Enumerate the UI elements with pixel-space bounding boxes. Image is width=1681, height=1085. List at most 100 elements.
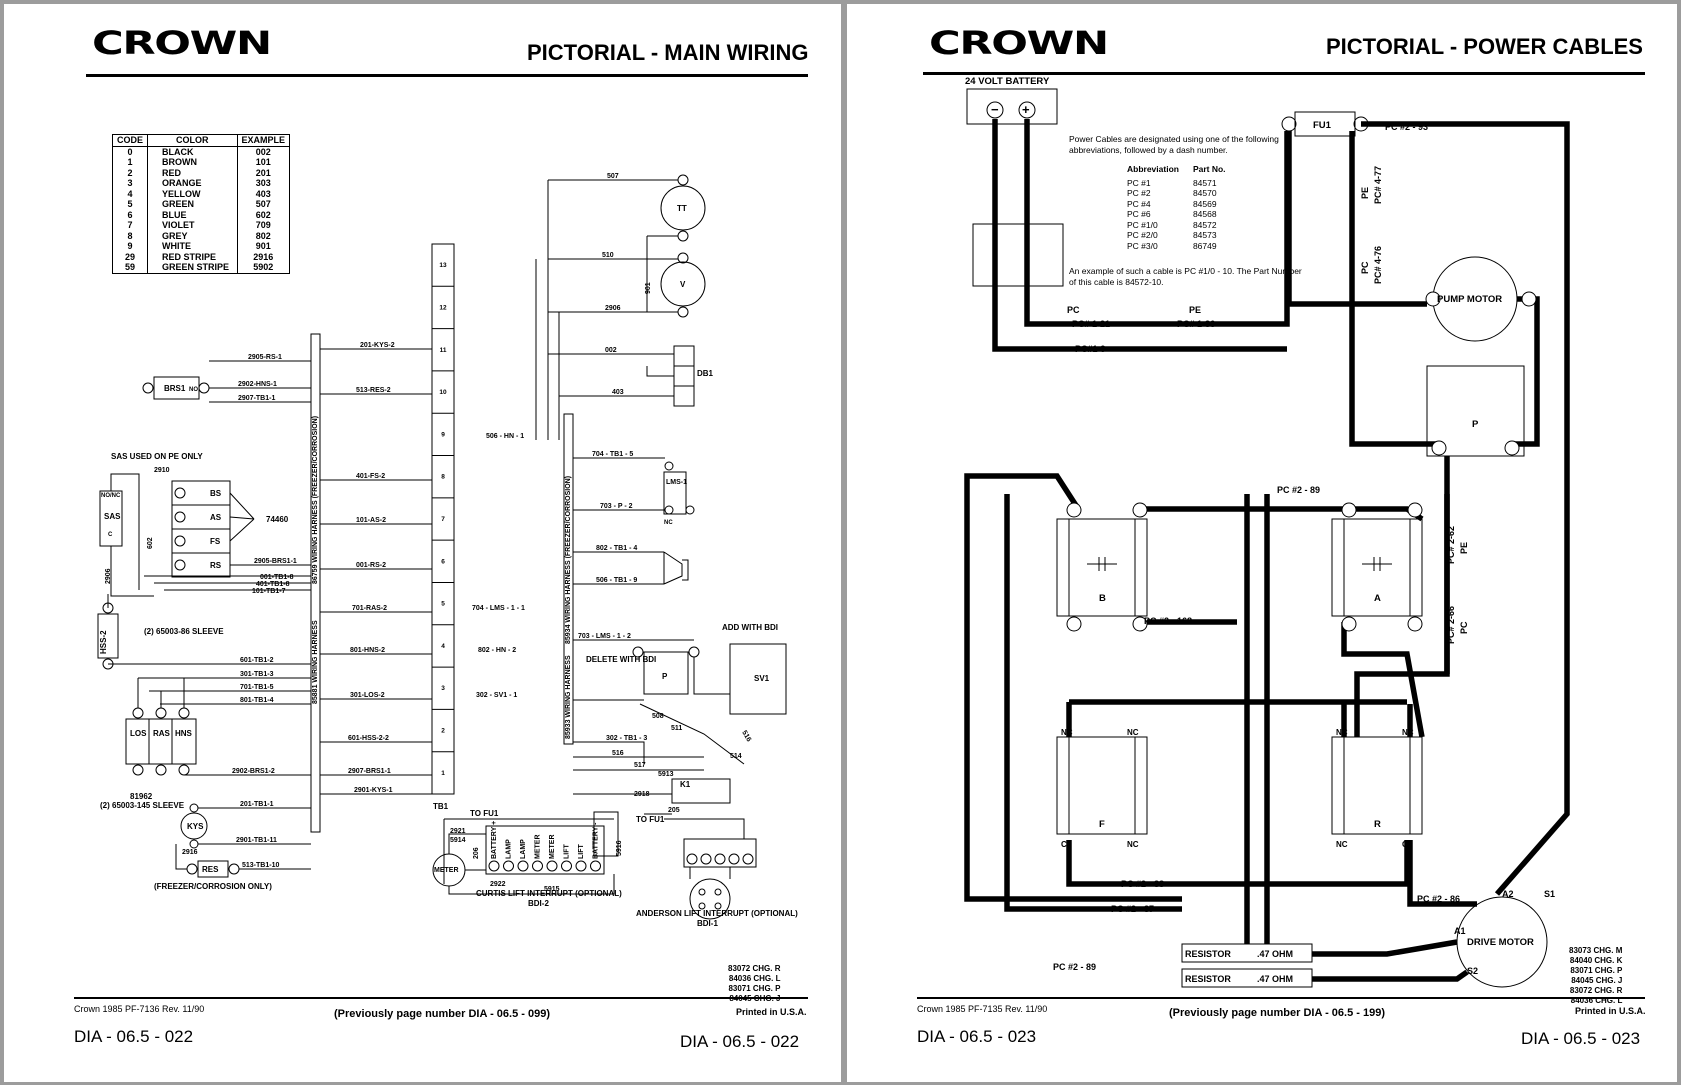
bdi2-terminal [532,860,543,872]
wire-label: 401-FS-2 [356,473,385,480]
table-cell: PC #4 [1127,198,1151,209]
table-cell: 84568 [1192,209,1217,219]
tb1-terminal-number: 3 [441,685,445,692]
sv1-solenoid [729,643,787,715]
lms-1-switch [663,471,687,515]
table-cell: 002 [236,146,291,157]
bdi1-terminal [686,853,698,865]
cable-label: PC #2 - 89 [1277,485,1320,495]
change-entry: 84036 CHG. L [1570,996,1623,1005]
cable-label: PC# 4-77 [1373,166,1383,204]
table-cell: GREY [147,230,238,241]
tag-pc: PC [1459,621,1469,634]
footer-center: (Previously page number DIA - 06.5 - 099… [334,1008,550,1020]
res-resistor [197,860,229,878]
battery-24v [966,88,1058,125]
sleeve-note-1: (2) 65003-86 SLEEVE [144,627,224,636]
bdi-1-terminal-strip [683,838,757,868]
cable-pc2-88 [1066,840,1410,887]
table-cell: 201 [236,167,291,178]
tb1-terminal-number: 4 [441,643,445,650]
wire-label: 517 [634,762,646,769]
terminal-s2: S2 [1467,966,1478,976]
wire-label: 5915 [544,886,560,893]
bdi2-terminal [590,860,601,872]
battery-label: 24 VOLT BATTERY [965,76,1050,87]
crown-logo: CROWN [929,24,1109,62]
wire-label: 703 - LMS - 1 - 2 [578,633,631,640]
table-cell: RED STRIPE [147,251,238,262]
table-cell: 5902 [236,262,291,274]
terminal-a1: A1 [1454,926,1466,936]
battery-negative [986,101,1004,119]
table-cell: 507 [236,199,291,210]
c-label: C [1061,840,1067,849]
wire-label: 302 - SV1 - 1 [476,692,517,699]
wire-label: 2916 [182,849,198,856]
change-entry: 84036 CHG. L [728,974,781,983]
tb1-terminal-number: 12 [439,304,447,311]
sas-norc: NO/NC [101,493,121,499]
contactor-r [1331,736,1423,835]
brs1-terminal-1 [142,382,154,394]
cable-pc2-86 [1407,840,1477,907]
tb1-terminal-number: 11 [440,347,447,354]
table-cell: ORANGE [147,178,238,189]
cable-label: PC #2 - 88 [1121,879,1164,889]
wire-label: 513-RES-2 [356,387,391,394]
brs1-label: BRS1 [164,384,186,393]
bdi2-terminal [561,860,572,872]
db1-diode-block [673,345,695,407]
bdi1-terminal [728,853,740,865]
table-cell: RED [147,167,238,178]
contactor-b-label: B [1099,593,1106,604]
bdi1-terminal [742,853,754,865]
footer-center: (Previously page number DIA - 06.5 - 199… [1169,1007,1385,1019]
los-label: LOS [130,729,147,738]
bdi2-terminal-label: LAMP [506,839,513,859]
wire-label: 511 [671,725,682,732]
contactor-f [1056,736,1148,835]
p-coil-label: P [662,672,668,681]
connector-block [972,223,1064,287]
lms1-nc: NC [664,520,673,526]
wire-label: 510 [602,252,614,259]
footer-rule [917,997,1645,999]
pump-contactor-coil-p [643,651,689,695]
table-cell: PC #6 [1127,209,1151,219]
change-entry: 84045 CHG. J [728,994,780,1004]
table-cell: 84571 [1192,177,1217,188]
voltmeter-v [660,261,706,307]
tb1-label: TB1 [433,802,449,811]
wire-label: 506 - TB1 - 9 [596,577,637,584]
nc-label: NC [1061,728,1073,737]
wire-label: 506 - HN - 1 [486,433,524,440]
wire-label: 2906 [105,568,112,584]
wire-label: 401-TB1-8 [256,581,290,588]
nc-label: NC [1127,840,1139,849]
table-cell: 29 [111,251,149,262]
wiring-diagram: SAS USED ON PE ONLY BRS1 NO SAS NO/NC C … [97,173,798,928]
wire-label: 602 [147,537,154,549]
sas-note: SAS USED ON PE ONLY [111,452,203,461]
resistor-2-label: RESISTOR [1185,974,1231,984]
cable-pc2-89-lower [964,473,1182,902]
nc-label: NC [1127,728,1139,737]
dia-number-right: DIA - 06.5 - 023 [1521,1029,1641,1048]
wire-label: 701-TB1-5 [240,684,274,691]
contactor-a [1331,518,1423,617]
battery-positive [1018,101,1036,119]
table-cell: 709 [236,220,291,231]
wire-label: 802 - HN - 2 [478,647,516,654]
part-74460: 74460 [266,515,289,524]
dia-number-right: DIA - 06.5 - 022 [680,1032,800,1051]
sleeve-note-2: (2) 65003-145 SLEEVE [100,801,185,810]
as-label: AS [210,513,222,522]
table-cell: 1 [111,157,149,168]
